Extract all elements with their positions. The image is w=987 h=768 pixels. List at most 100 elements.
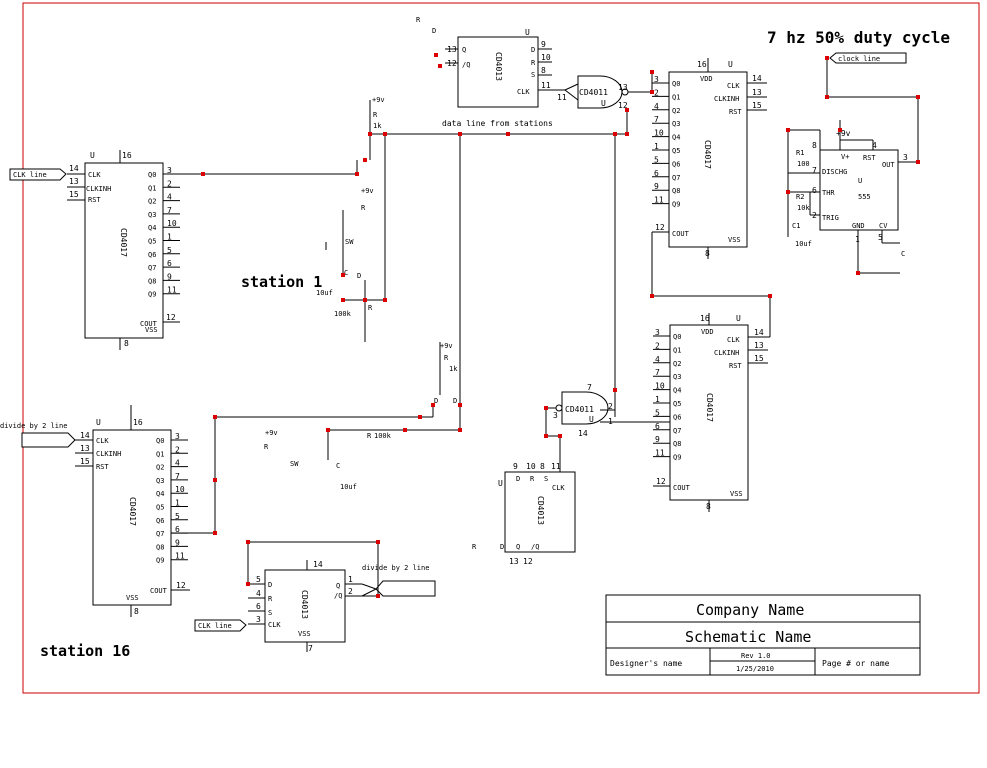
q-pin-number: 9 — [655, 435, 660, 444]
q-pin-number: 6 — [654, 169, 659, 178]
chip-name: CD4017 — [119, 228, 128, 257]
junction-dot — [458, 403, 462, 407]
junction-dot — [856, 271, 860, 275]
svg-text:1: 1 — [348, 575, 353, 584]
junction-dot — [213, 415, 217, 419]
junction-dot — [201, 172, 205, 176]
q-output-label: Q5 — [673, 400, 681, 408]
svg-text:U: U — [601, 99, 606, 108]
q-output-label: Q4 — [672, 134, 680, 142]
q-output-label: Q9 — [156, 557, 164, 565]
svg-text:CD4011: CD4011 — [565, 405, 594, 414]
junction-dot — [434, 53, 438, 57]
q-pin-number: 1 — [167, 233, 172, 242]
q-pin-number: 3 — [654, 75, 659, 84]
svg-text:+9v: +9v — [440, 342, 453, 350]
svg-text:R: R — [373, 111, 378, 119]
q-pin-number: 11 — [654, 196, 664, 205]
q-pin-number: 6 — [167, 259, 172, 268]
svg-text:14: 14 — [313, 560, 323, 569]
page-border — [22, 2, 980, 694]
q-output-label: Q6 — [148, 251, 156, 259]
svg-text:R: R — [268, 595, 273, 603]
q-pin-number: 7 — [167, 206, 172, 215]
junction-dot — [544, 406, 548, 410]
svg-text:U: U — [589, 415, 594, 424]
svg-text:CLK: CLK — [268, 621, 281, 629]
q-pin-number: 5 — [167, 246, 172, 255]
svg-text:U: U — [728, 60, 733, 69]
q-pin-number: 7 — [654, 115, 659, 124]
svg-text:12: 12 — [656, 477, 666, 486]
junction-dot — [768, 294, 772, 298]
q-pin-number: 9 — [167, 272, 172, 281]
svg-text:+9v: +9v — [836, 129, 851, 138]
svg-text:D: D — [453, 397, 457, 405]
q-output-label: Q2 — [148, 198, 156, 206]
svg-text:THR: THR — [822, 189, 835, 197]
junction-dot — [458, 132, 462, 136]
junction-dot — [838, 128, 842, 132]
junction-dot — [544, 434, 548, 438]
svg-text:5: 5 — [878, 233, 883, 242]
q-pin-number: 4 — [175, 459, 180, 468]
junction-dot — [376, 594, 380, 598]
svg-text:+9v: +9v — [372, 96, 385, 104]
svg-text:VDD: VDD — [701, 328, 714, 336]
q-output-label: Q0 — [673, 333, 681, 341]
svg-text:12: 12 — [447, 59, 457, 68]
svg-text:/Q: /Q — [462, 61, 470, 69]
svg-text:555: 555 — [858, 193, 871, 201]
svg-text:R: R — [367, 432, 372, 440]
svg-text:12: 12 — [166, 313, 176, 322]
clock-line-tag: clock line — [829, 52, 907, 64]
svg-text:D: D — [531, 46, 535, 54]
q-output-label: Q0 — [156, 437, 164, 445]
q-pin-number: 3 — [175, 432, 180, 441]
svg-text:12: 12 — [523, 557, 533, 566]
svg-text:C1: C1 — [792, 222, 800, 230]
svg-text:100k: 100k — [334, 310, 352, 318]
svg-text:10: 10 — [526, 462, 536, 471]
q-output-label: Q5 — [672, 147, 680, 155]
junction-dot — [376, 540, 380, 544]
cd4011-top: CD4011 U 11 13 12 — [557, 75, 629, 110]
svg-text:10uf: 10uf — [316, 289, 333, 297]
svg-text:COUT: COUT — [672, 230, 690, 238]
pin-label: 16 — [122, 151, 132, 160]
q-output-label: Q4 — [156, 490, 164, 498]
q-pin-number: 7 — [655, 368, 660, 377]
q-output-label: Q3 — [148, 211, 156, 219]
svg-text:C: C — [336, 462, 340, 470]
q-pin-number: 3 — [655, 328, 660, 337]
q-output-label: Q3 — [673, 373, 681, 381]
svg-text:8: 8 — [541, 66, 546, 75]
q-pin-number: 7 — [175, 472, 180, 481]
svg-text:GND: GND — [852, 222, 865, 230]
junction-dot — [363, 298, 367, 302]
svg-text:10uf: 10uf — [795, 240, 812, 248]
svg-text:CLKINH: CLKINH — [714, 349, 739, 357]
svg-text:D: D — [516, 475, 520, 483]
svg-text:RST: RST — [729, 362, 742, 370]
chip-ref: U — [90, 151, 95, 160]
q-pin-number: 2 — [654, 88, 659, 97]
q-output-label: Q9 — [673, 454, 681, 462]
q-output-label: Q7 — [156, 530, 164, 538]
junction-dot — [383, 298, 387, 302]
cout-pin: COUT — [140, 320, 158, 328]
svg-text:clock line: clock line — [838, 55, 880, 63]
svg-text:15: 15 — [69, 190, 79, 199]
q-output-label: Q8 — [673, 440, 681, 448]
svg-text:+9v: +9v — [361, 187, 374, 195]
svg-text:16: 16 — [697, 60, 707, 69]
svg-text:U: U — [96, 418, 101, 427]
q-pin-number: 6 — [655, 422, 660, 431]
svg-text:V+: V+ — [841, 153, 849, 161]
svg-text:/Q: /Q — [531, 543, 539, 551]
component-labels: R D +9v R 1k +9v R SW C D 10uf 100k R +9… — [264, 16, 504, 551]
svg-text:CLK: CLK — [552, 484, 565, 492]
svg-text:RST: RST — [863, 154, 876, 162]
q-pin-number: 10 — [654, 129, 664, 138]
junction-dot — [246, 540, 250, 544]
